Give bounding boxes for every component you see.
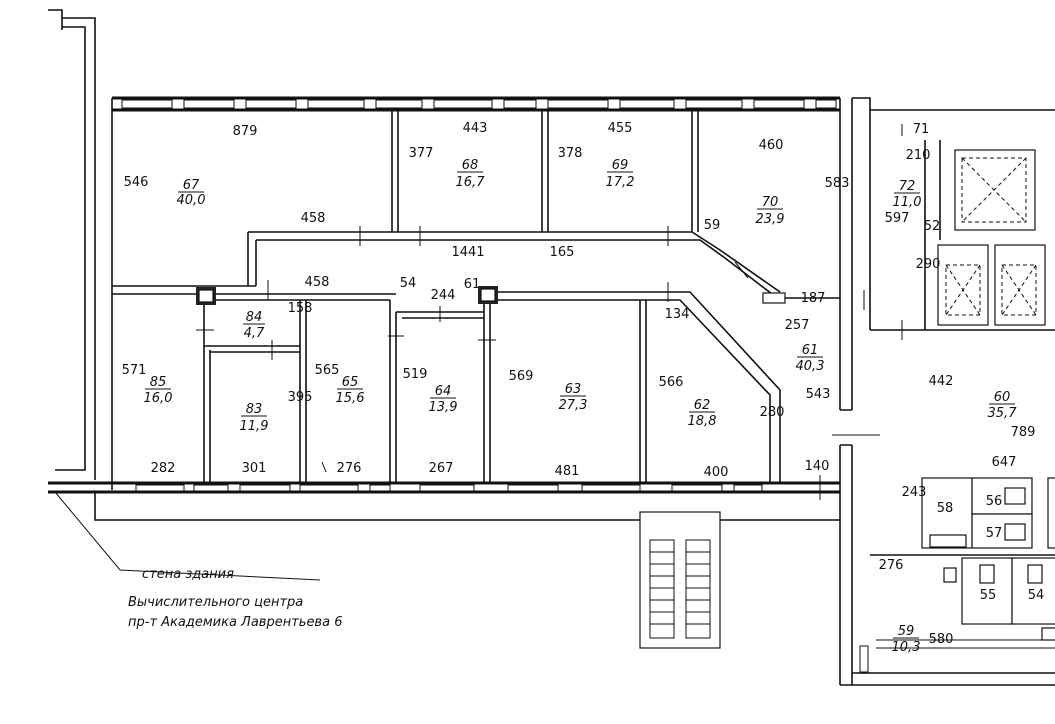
dimension-label: 458	[305, 275, 330, 290]
room-area: 16,7	[456, 175, 486, 190]
dimension-label: 257	[785, 318, 810, 333]
room-number: 62	[694, 398, 711, 413]
dimension-label: 583	[825, 176, 850, 191]
dimension-label: 377	[409, 146, 434, 161]
dimension-label: 443	[463, 121, 488, 136]
room-number: 67	[183, 178, 200, 193]
dimension-label: 481	[555, 464, 580, 479]
room-area: 40,3	[796, 359, 825, 374]
room-area: 11,0	[893, 195, 922, 210]
room-area: 13,9	[429, 400, 458, 415]
building-notes: стена здания Вычислительного центра пр-т…	[128, 567, 342, 630]
dimension-label: 789	[1011, 425, 1036, 440]
dimension-label: 158	[288, 301, 313, 316]
dimension-label: 140	[805, 459, 830, 474]
dimension-label: 290	[916, 257, 941, 272]
room-area: 18,8	[688, 414, 717, 429]
room-area: 10,3	[892, 640, 921, 655]
dimension-label: 187	[801, 291, 826, 306]
note-computing-center: Вычислительного центра	[128, 595, 303, 610]
room-area: 35,7	[988, 406, 1018, 421]
room-labels: 67 40,0 68 16,7 69 17,2 70 23,9 72 11,0 …	[144, 158, 1045, 655]
dimension-label: 59	[704, 218, 721, 233]
dimension-label: 52	[924, 219, 941, 234]
room-number: 56	[986, 494, 1003, 509]
dimension-label: 378	[558, 146, 583, 161]
dimension-label: 647	[992, 455, 1017, 470]
outer-walls	[48, 9, 1055, 686]
bottom-windows	[135, 484, 763, 492]
dimension-label: 71	[913, 122, 930, 137]
dimension-label: 395	[288, 390, 313, 405]
dimension-label: 54	[400, 276, 417, 291]
partitions	[112, 110, 1055, 483]
dimension-label: 243	[902, 485, 927, 500]
room-area: 17,2	[606, 175, 635, 190]
room-number: 63	[565, 382, 582, 397]
dimension-labels: 879 443 455 460 546 377 378 583 71 210 5…	[122, 121, 1036, 647]
room-number: 58	[937, 501, 954, 516]
room-area: 40,0	[177, 193, 206, 208]
room-number: 54	[1028, 588, 1045, 603]
dimension-label: 244	[431, 288, 456, 303]
room-number: 59	[898, 624, 915, 639]
dimension-label: 301	[242, 461, 267, 476]
dimension-label: 458	[301, 211, 326, 226]
dimension-label: 519	[403, 367, 428, 382]
dimension-label: 400	[704, 465, 729, 480]
dimension-label: 276	[879, 558, 904, 573]
dimension-label: 597	[885, 211, 910, 226]
restrooms	[859, 477, 1055, 673]
dimension-label: 165	[550, 245, 575, 260]
dimension-label: 280	[760, 405, 785, 420]
room-number: 72	[899, 179, 916, 194]
dimension-label: 61	[464, 277, 481, 292]
dimension-label: 442	[929, 374, 954, 389]
room-area: 11,9	[240, 419, 269, 434]
dimension-label: 543	[806, 387, 831, 402]
door-ticks	[196, 124, 903, 500]
dimension-label: 210	[906, 148, 931, 163]
room-number: 85	[150, 375, 167, 390]
room-area: 4,7	[244, 326, 265, 341]
top-windows	[121, 99, 837, 109]
dimension-label: 267	[429, 461, 454, 476]
room-number: 55	[980, 588, 997, 603]
room-number: 83	[246, 402, 263, 417]
dimension-label: 460	[759, 138, 784, 153]
dimension-label: 569	[509, 369, 534, 384]
room-number: 84	[246, 310, 263, 325]
dimension-label: 879	[233, 124, 258, 139]
room-number: 60	[994, 390, 1011, 405]
dimension-label: 580	[929, 632, 954, 647]
room-area: 23,9	[756, 212, 785, 227]
room-number: 61	[802, 343, 819, 358]
room-area: 15,6	[336, 391, 365, 406]
room-number: 65	[342, 375, 359, 390]
dimension-label: 134	[665, 307, 690, 322]
room-number: 64	[435, 384, 452, 399]
dimension-label: 455	[608, 121, 633, 136]
stairwell	[639, 511, 721, 649]
room-number: 70	[762, 195, 779, 210]
dimension-label: 546	[124, 175, 149, 190]
dimension-label: 571	[122, 363, 147, 378]
dimension-label: 276	[337, 461, 362, 476]
room-number: 68	[462, 158, 479, 173]
room-area: 27,3	[559, 398, 588, 413]
note-building-wall: стена здания	[142, 567, 234, 582]
note-address: пр-т Академика Лаврентьева 6	[128, 615, 342, 630]
room-number: 69	[612, 158, 629, 173]
dimension-label: 1441	[451, 245, 484, 260]
dimension-label: 282	[151, 461, 176, 476]
room-area: 16,0	[144, 391, 173, 406]
dimension-label: 565	[315, 363, 340, 378]
elevators	[924, 140, 1046, 330]
dimension-label: 566	[659, 375, 684, 390]
room-number: 57	[986, 526, 1003, 541]
